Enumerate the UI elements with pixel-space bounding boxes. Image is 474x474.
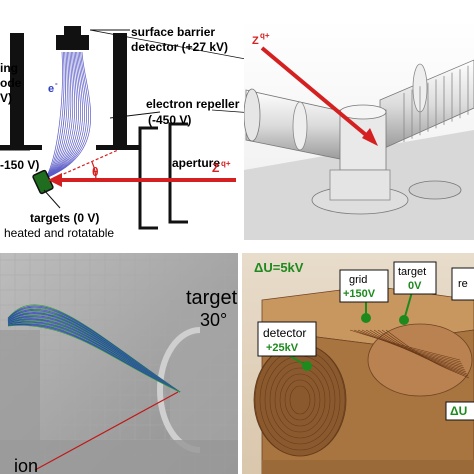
trajectory-line [45,51,85,179]
field-contour [289,385,311,415]
targets-label-2: heated and rotatable [4,226,114,240]
repeller-leader [109,111,161,119]
c-target-label: target [398,266,426,278]
electron-symbol: e [48,83,54,95]
vacuum-chamber-render: Z q+ [244,20,474,240]
detector-label-box [257,321,317,357]
trajectory-line [45,51,66,179]
field-line [357,329,463,365]
theta-label: θ [92,165,99,179]
trajectory-line [45,51,70,179]
trajectory-line [45,51,65,179]
repeller-plate-right [96,145,140,150]
detector-label-2: detector (+27 kV) [131,40,228,54]
target-holder [32,169,54,195]
detector-label-1: surface barrier [131,25,215,39]
ion-path [34,391,179,471]
grid-label: grid [349,274,367,286]
electron-trajectory-bundle [7,304,181,393]
repeller-label-2: (-450 V) [148,113,191,127]
target-label: target [186,287,238,309]
repeller-plate-left [0,145,42,150]
trajectory-line [45,51,79,179]
trajectory-line [45,51,91,179]
panel-b-simulation: target 30° ion [0,253,238,474]
delta-u-short-label: ΔU [450,404,467,418]
electron-sup: - [55,79,58,88]
detector-voltage: +25kV [266,342,299,354]
angle-label: 30° [200,310,227,330]
delta-u-label: ΔU=5kV [254,260,304,275]
trajectory-line [45,51,81,179]
sim-trajectory-line [7,325,181,393]
ring-electrode-label-1: ing [0,61,18,75]
c-detector-label: detector [263,326,306,340]
targets-label-1: targets (0 V) [30,211,99,225]
field-line [353,329,462,363]
detector-stem [64,26,81,36]
trajectory-line [45,51,63,179]
target-voltage: 0V [408,280,422,292]
target-label-box [393,261,437,295]
trajectory-line [45,51,87,179]
theta-arc [91,161,97,181]
render-ion-sup: q+ [260,31,270,40]
target-block [170,300,238,440]
re-label: re [458,278,468,290]
panel-c-model: ΔU=5kV grid +150V target 0V re detector … [242,253,474,474]
trajectory-line [45,51,83,179]
field-contour [284,379,316,421]
ring-electrode-label-3: V) [0,91,12,105]
trajectory-line [45,51,89,179]
trajectory-line [45,51,76,179]
ring-voltage-label: -150 V) [0,158,39,172]
field-lines [254,329,470,457]
grid-voltage: +150V [343,288,376,300]
electron-trajectories [45,51,91,179]
field-contour [274,367,326,433]
trajectory-line [45,51,68,179]
ring-electrode-left [10,33,24,145]
repeller-label-1: electron repeller [146,97,240,111]
panel-a-schematic: ing ode V) e - surface barrier detector … [0,25,413,240]
re-label-box [451,267,474,301]
render-ion-label: Z [252,35,259,47]
render-ion-beam [260,46,374,142]
field-line [385,329,470,379]
ring-electrode-right [113,33,127,145]
ion-beam-sup: q+ [221,159,231,168]
repeller-bracket [168,122,188,224]
ring-electrode-label-2: ode [0,76,22,90]
aperture-label: aperture [172,156,220,170]
bellows [403,65,469,142]
ion-beam-arrowhead [48,173,62,187]
grid-label-box [339,269,389,303]
detector-block [56,35,89,50]
targets-leader [43,189,61,209]
trajectory-line [45,51,77,179]
trajectory-line [45,51,74,179]
theta-line [49,149,119,181]
ion-label: ion [14,456,38,474]
field-contour [279,373,321,427]
trajectory-line [45,51,72,179]
ion-beam-label: Z [212,161,219,175]
